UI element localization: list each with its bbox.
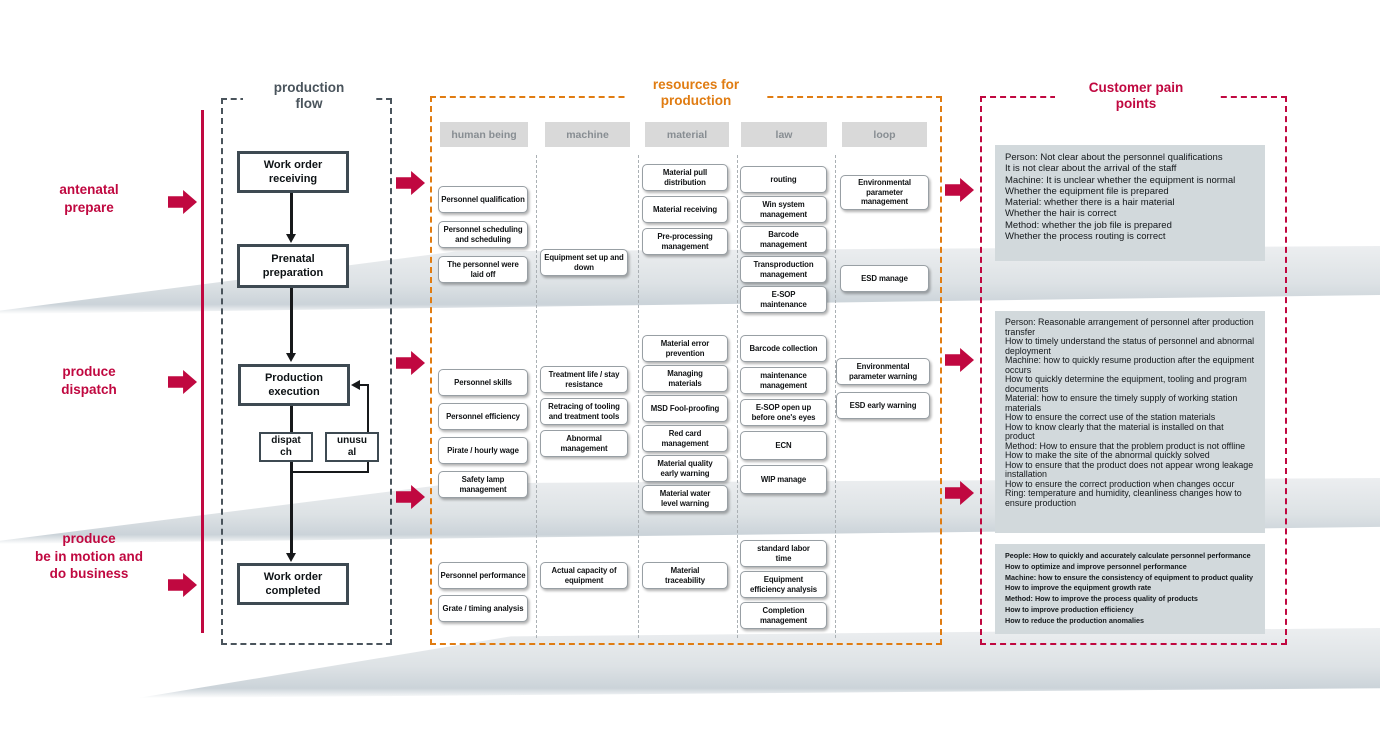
- resource-item: Material error prevention: [642, 335, 728, 362]
- pain-panel-dispatch: Person: Reasonable arrangement of person…: [995, 311, 1265, 533]
- resource-stack-s3-human: Personnel performance Grate / timing ana…: [438, 562, 528, 622]
- resources-title: resources for production: [625, 76, 767, 111]
- stage-label-produce-dispatch: produce dispatch: [61, 364, 117, 397]
- pain-panel-antenatal: Person: Not clear about the personnel qu…: [995, 145, 1265, 261]
- resource-item: Material pull distribution: [642, 164, 728, 191]
- resource-item: Win system management: [740, 196, 827, 223]
- column-separator: [737, 155, 738, 638]
- stage-arrow-icon: [168, 370, 197, 394]
- resource-stack-s1-law: routing Win system management Barcode ma…: [740, 166, 827, 313]
- resource-item: WIP manage: [740, 465, 827, 494]
- flow-loop-connector: [359, 384, 369, 386]
- flow-box-prenatal-preparation: Prenatal preparation: [237, 244, 349, 288]
- resource-item: Environmental parameter warning: [836, 358, 930, 385]
- resource-item: Barcode collection: [740, 335, 827, 362]
- resource-item: E-SOP maintenance: [740, 286, 827, 313]
- resource-item: ESD manage: [840, 265, 929, 293]
- stage-arrow-icon: [168, 573, 197, 597]
- flow-connector-arrowhead: [286, 353, 296, 362]
- resource-item: standard labor time: [740, 540, 827, 567]
- flow-box-unusual: unusu al: [325, 432, 379, 462]
- resource-stack-s3-machine: Actual capacity of equipment: [540, 562, 628, 589]
- column-header-human-being: human being: [440, 122, 528, 147]
- resource-stack-s2-loop: Environmental parameter warning ESD earl…: [836, 358, 930, 419]
- pain-panel-business: People: How to quickly and accurately ca…: [995, 544, 1265, 634]
- column-header-loop: loop: [842, 122, 927, 147]
- flow-connector-arrowhead: [286, 234, 296, 243]
- production-flow-title: production flow: [243, 79, 375, 114]
- resource-item: ECN: [740, 431, 827, 460]
- resource-stack-s2-law: Barcode collection maintenance managemen…: [740, 335, 827, 494]
- resource-item: Abnormal management: [540, 430, 628, 457]
- resource-item: Pre-processing management: [642, 228, 728, 255]
- resource-item: Managing materials: [642, 365, 728, 392]
- resource-stack-s3-law: standard labor time Equipment efficiency…: [740, 540, 827, 629]
- resource-item: ESD early warning: [836, 392, 930, 419]
- resource-item: Grate / timing analysis: [438, 595, 528, 622]
- resource-item: routing: [740, 166, 827, 193]
- resource-item: Completion management: [740, 602, 827, 629]
- flow-box-dispatch: dispat ch: [259, 432, 313, 462]
- resource-item: The personnel were laid off: [438, 256, 528, 283]
- stage-arrow-icon: [168, 190, 197, 214]
- resource-item: Transproduction management: [740, 256, 827, 283]
- column-header-law: law: [741, 122, 827, 147]
- resource-item: Material receiving: [642, 196, 728, 223]
- flow-box-work-order-completed: Work order completed: [237, 563, 349, 605]
- flow-connector: [290, 193, 293, 235]
- column-header-machine: machine: [545, 122, 630, 147]
- flow-loop-arrowhead: [351, 380, 360, 390]
- resource-item: Treatment life / stay resistance: [540, 366, 628, 393]
- resource-item: Personnel skills: [438, 369, 528, 396]
- resource-item: Material water level warning: [642, 485, 728, 512]
- flow-to-resources-arrow-icon: [396, 171, 425, 195]
- stage-spine-line: [201, 110, 204, 633]
- resource-item: Retracing of tooling and treatment tools: [540, 398, 628, 425]
- resource-item: Equipment efficiency analysis: [740, 571, 827, 598]
- resources-to-pain-arrow-icon: [945, 348, 974, 372]
- column-separator: [536, 155, 537, 638]
- resource-stack-s1-machine: Equipment set up and down: [540, 249, 628, 276]
- resource-stack-s3-material: Material traceability: [642, 562, 728, 589]
- resource-item: Equipment set up and down: [540, 249, 628, 276]
- resource-stack-s2-material: Material error prevention Managing mater…: [642, 335, 728, 512]
- resource-item: Personnel qualification: [438, 186, 528, 213]
- pain-points-title: Customer pain points: [1055, 79, 1217, 114]
- resource-item: E-SOP open up before one's eyes: [740, 399, 827, 426]
- flow-to-resources-arrow-icon: [396, 351, 425, 375]
- flow-connector-arrowhead: [286, 553, 296, 562]
- flow-loop-connector: [290, 471, 369, 473]
- flow-connector: [290, 406, 293, 554]
- column-separator: [638, 155, 639, 638]
- resource-item: Environmental parameter management: [840, 175, 929, 211]
- column-separator: [835, 155, 836, 638]
- flow-loop-connector: [367, 384, 369, 473]
- resource-stack-s1-loop: Environmental parameter management ESD m…: [840, 175, 929, 293]
- resource-item: Red card management: [642, 425, 728, 452]
- resource-item: maintenance management: [740, 367, 827, 394]
- resources-to-pain-arrow-icon: [945, 178, 974, 202]
- resource-item: Actual capacity of equipment: [540, 562, 628, 589]
- flow-box-production-execution: Production execution: [238, 364, 350, 406]
- resource-item: Pirate / hourly wage: [438, 437, 528, 464]
- column-header-material: material: [645, 122, 729, 147]
- resource-item: Personnel efficiency: [438, 403, 528, 430]
- stage-label-antenatal-prepare: antenatal prepare: [59, 182, 119, 215]
- flow-connector: [290, 288, 293, 354]
- resource-item: Material traceability: [642, 562, 728, 589]
- resource-stack-s1-human: Personnel qualification Personnel schedu…: [438, 186, 528, 283]
- flow-box-work-order-receiving: Work order receiving: [237, 151, 349, 193]
- resource-stack-s1-material: Material pull distribution Material rece…: [642, 164, 728, 255]
- resource-item: Barcode management: [740, 226, 827, 253]
- resource-item: Personnel scheduling and scheduling: [438, 221, 528, 248]
- resource-item: Material quality early warning: [642, 455, 728, 482]
- resource-item: MSD Fool-proofing: [642, 395, 728, 422]
- resource-stack-s2-human: Personnel skills Personnel efficiency Pi…: [438, 369, 528, 498]
- resource-item: Personnel performance: [438, 562, 528, 589]
- resource-stack-s2-machine: Treatment life / stay resistance Retraci…: [540, 366, 628, 457]
- stage-label-produce-business: produce be in motion and do business: [35, 531, 143, 582]
- resource-item: Safety lamp management: [438, 471, 528, 498]
